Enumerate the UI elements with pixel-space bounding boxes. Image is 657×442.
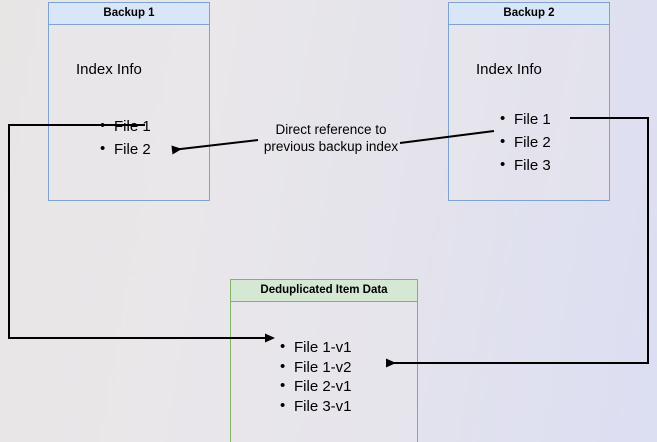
list-item: File 2: [100, 137, 151, 161]
node-backup-2-title: Backup 2: [449, 3, 609, 25]
backup-1-index-info-label: Index Info: [76, 61, 142, 78]
list-item: File 2: [500, 130, 551, 154]
backup-1-file-list: File 1 File 2: [100, 114, 151, 161]
list-item: File 2-v1: [280, 376, 352, 397]
list-item: File 1-v2: [280, 357, 352, 378]
node-backup-2-body: Index Info File 1 File 2 File 3: [449, 25, 609, 200]
list-item: File 1: [100, 114, 151, 138]
node-dedup-title: Deduplicated Item Data: [231, 280, 417, 302]
node-backup-2[interactable]: Backup 2 Index Info File 1 File 2 File 3: [448, 2, 610, 201]
list-item: File 3-v1: [280, 396, 352, 417]
node-backup-1[interactable]: Backup 1 Index Info File 1 File 2: [48, 2, 210, 201]
node-backup-1-body: Index Info File 1 File 2: [49, 25, 209, 200]
node-dedup-body: File 1-v1 File 1-v2 File 2-v1 File 3-v1: [231, 302, 417, 442]
backup-2-file-list: File 1 File 2 File 3: [500, 107, 551, 177]
list-item: File 1-v1: [280, 337, 352, 358]
list-item: File 3: [500, 153, 551, 177]
dedup-file-list: File 1-v1 File 1-v2 File 2-v1 File 3-v1: [280, 337, 352, 417]
node-deduplicated-item-data[interactable]: Deduplicated Item Data File 1-v1 File 1-…: [230, 279, 418, 442]
node-backup-1-title: Backup 1: [49, 3, 209, 25]
direct-reference-annotation: Direct reference to previous backup inde…: [263, 122, 399, 154]
backup-2-index-info-label: Index Info: [476, 61, 542, 78]
list-item: File 1: [500, 107, 551, 131]
